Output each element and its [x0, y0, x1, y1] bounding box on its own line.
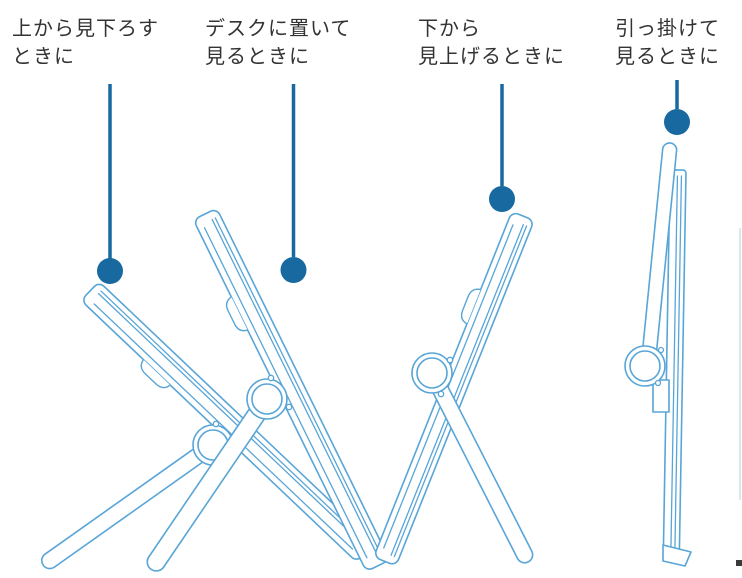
hinge-screw [446, 356, 454, 364]
stand4-plate-group [662, 169, 687, 561]
label-look-up-line1: 下から [418, 18, 481, 40]
hinge-screw [654, 379, 662, 387]
label-desk-line2: 見るときに [205, 46, 310, 68]
hinge-screw [285, 403, 293, 411]
stand-illustration-hang [624, 142, 692, 567]
stand2-hinge-inner [251, 383, 283, 415]
pointer-dot [489, 186, 515, 212]
plate-edge-line [390, 224, 524, 556]
annotation-label-desk: デスクに置いて 見るときに [205, 15, 351, 71]
stand3-hinge-inner [416, 357, 448, 389]
pointer-hang [664, 80, 690, 135]
label-hang-line1: 引っ掛けて [615, 18, 720, 40]
hinge-screw [267, 374, 275, 382]
stand1-plate [83, 283, 373, 560]
stand3-clip-tab [460, 288, 481, 325]
plate-edge-line [214, 217, 382, 556]
plate-edge-line [93, 303, 354, 550]
hinge-screw [657, 346, 665, 354]
label-desk-line1: デスクに置いて [205, 18, 352, 40]
stand4-hinge-inner [629, 350, 661, 382]
stand-illustration-look-up [375, 212, 534, 565]
label-look-up-line2: 見上げるときに [418, 46, 565, 68]
plate-edge-line [674, 175, 683, 555]
label-hang-line2: 見るときに [615, 46, 720, 68]
hinge-screw [437, 390, 445, 398]
stand3-plate-group [375, 212, 533, 565]
stand1-clip-tab [140, 359, 171, 389]
stand-illustration-desk [146, 209, 389, 572]
plate-edge-line [393, 225, 528, 558]
pointer-dot [97, 258, 123, 284]
stand4-hinge-bracket [652, 379, 670, 413]
stand4-foot-wedge [662, 544, 692, 567]
pointer-desk [280, 84, 307, 283]
label-look-down-line2: ときに [12, 46, 75, 68]
pointer-look-down [97, 84, 123, 284]
plate-edge-line [97, 292, 364, 545]
label-look-down-line1: 上から見下ろす [12, 18, 159, 40]
stand2-plate-group [194, 209, 389, 570]
annotation-label-look-up: 下から 見上げるときに [418, 15, 565, 71]
pointer-look-up [489, 84, 515, 212]
plate-edge-line [670, 175, 679, 555]
right-edge-faint-line [739, 228, 741, 500]
annotation-label-hang: 引っ掛けて 見るときに [615, 15, 720, 71]
annotation-label-look-down: 上から見下ろす ときに [12, 15, 159, 71]
pointer-dot [664, 109, 690, 135]
bottom-right-corner-mark [736, 560, 742, 566]
plate-edge-line [211, 218, 379, 558]
plate-edge-line [100, 290, 366, 543]
hinge-screw [212, 420, 220, 428]
stand2-clip-tab [225, 296, 248, 332]
stand1-plate-group [83, 283, 373, 560]
pointer-dot [280, 257, 307, 283]
